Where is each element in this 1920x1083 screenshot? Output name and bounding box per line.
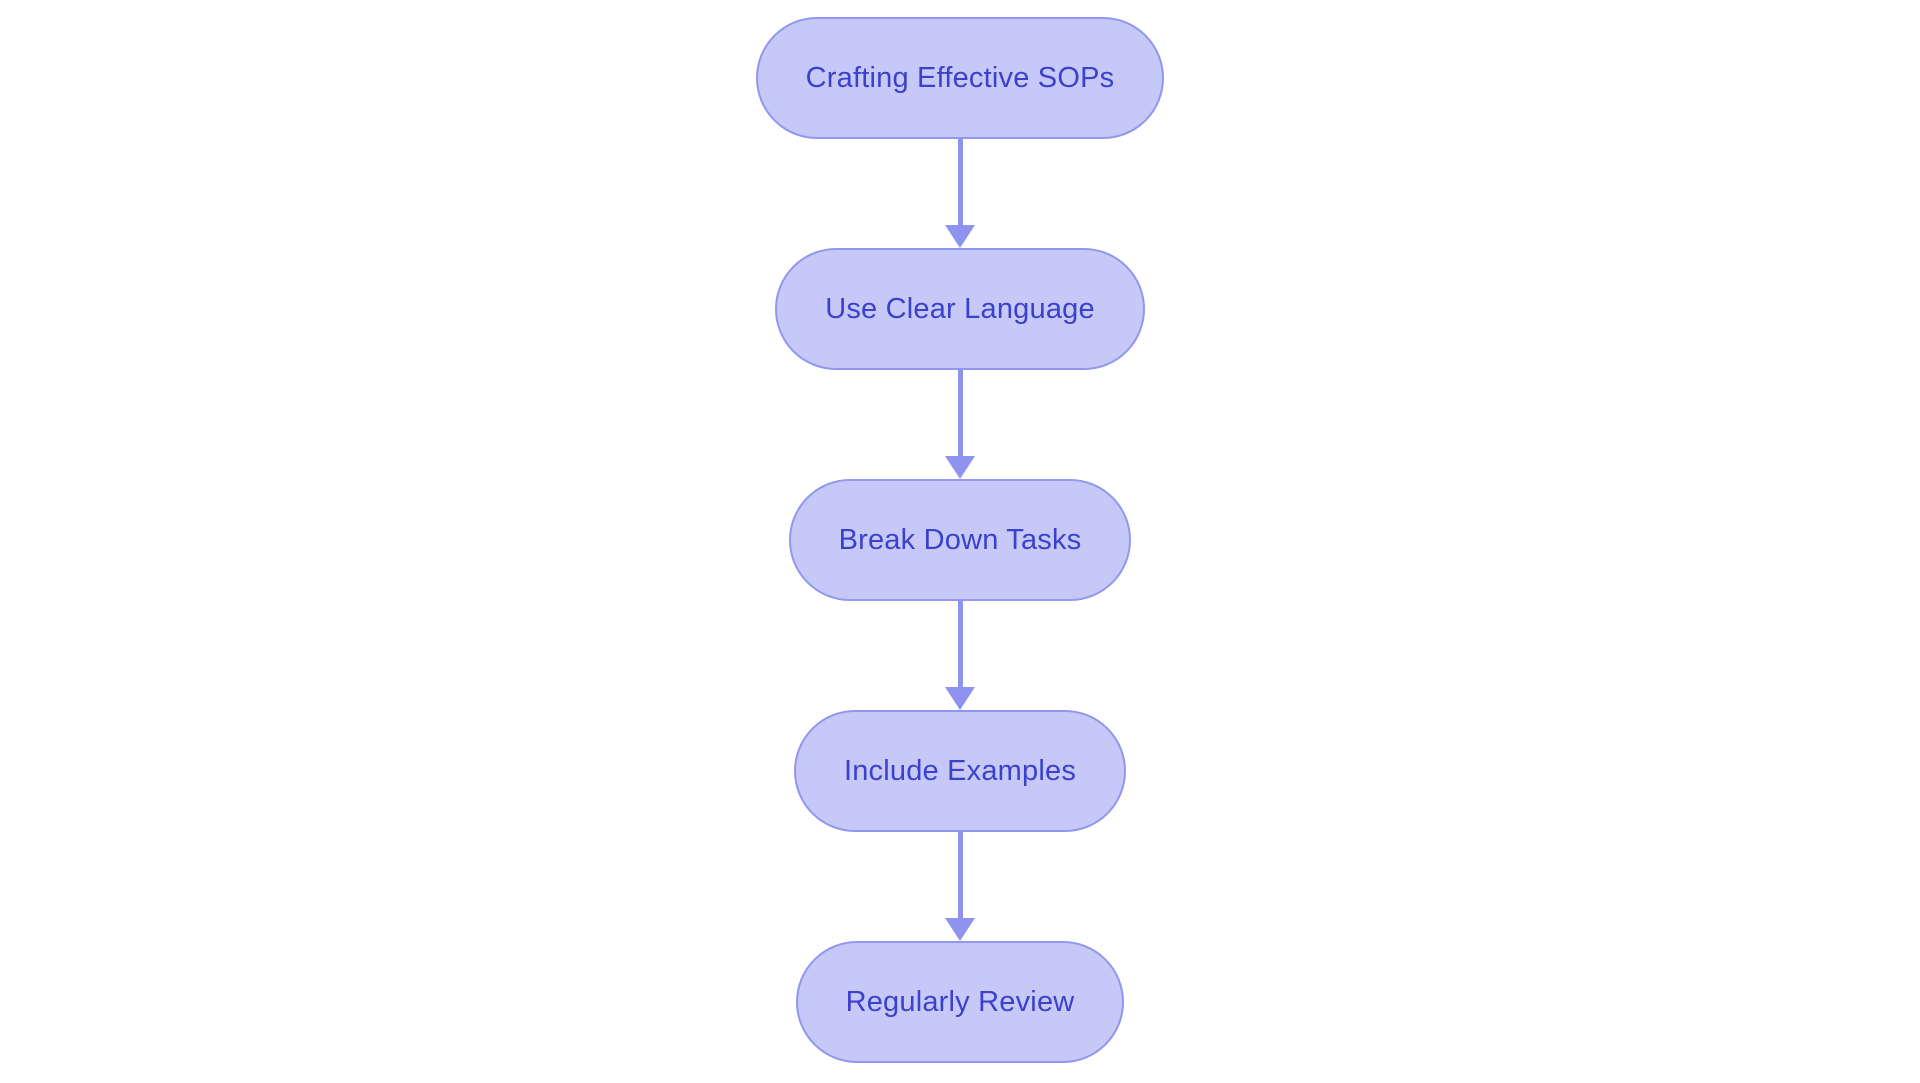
arrow-connector-1 [945,139,975,248]
arrow-head-icon [945,456,975,479]
arrow-connector-4 [945,832,975,941]
arrow-shaft [957,139,963,225]
flow-node-include-examples: Include Examples [793,710,1127,832]
arrow-head-icon [945,687,975,710]
flow-node-break-down-tasks: Break Down Tasks [788,479,1132,601]
flow-node-label: Regularly Review [845,985,1075,1018]
flow-node-label: Break Down Tasks [838,523,1082,556]
arrow-head-icon [945,918,975,941]
flow-node-label: Crafting Effective SOPs [805,61,1115,94]
arrow-shaft [957,601,963,687]
flowchart-column: Crafting Effective SOPs Use Clear Langua… [0,17,1920,1063]
flow-node-crafting-effective-sops: Crafting Effective SOPs [755,17,1165,139]
flow-node-use-clear-language: Use Clear Language [775,248,1145,370]
arrow-shaft [957,832,963,918]
arrow-connector-3 [945,601,975,710]
arrow-shaft [957,370,963,456]
arrow-connector-2 [945,370,975,479]
flow-node-label: Use Clear Language [825,292,1095,325]
flow-node-regularly-review: Regularly Review [795,941,1125,1063]
flow-node-label: Include Examples [843,754,1077,787]
arrow-head-icon [945,225,975,248]
